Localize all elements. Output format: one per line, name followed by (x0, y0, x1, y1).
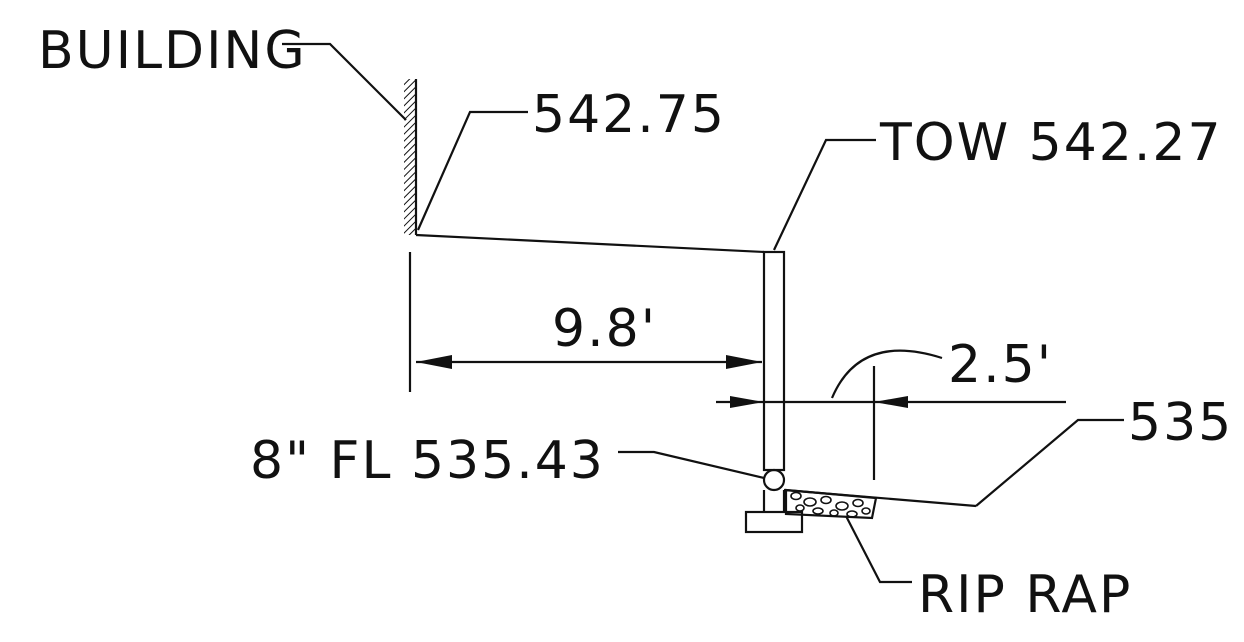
building-wall-hatch (404, 79, 416, 235)
upper-grade-line (415, 233, 765, 254)
dim-arrow-left (416, 355, 452, 369)
rip-rap-leader (845, 515, 912, 584)
top-of-wall-leader (773, 138, 876, 251)
top-grade-label: 542.75 (532, 85, 726, 145)
rip-rap-label: RIP RAP (918, 565, 1132, 625)
top-grade-leader (416, 110, 528, 231)
pipe-leader (618, 450, 765, 480)
building-label: BUILDING (38, 21, 307, 81)
top-of-wall-label: TOW 542.27 (879, 113, 1223, 173)
offset-leader-arc (830, 349, 943, 399)
horizontal-dimension-label: 9.8' (552, 299, 657, 359)
offset-arrow-right (874, 396, 908, 408)
bottom-grade-label: 535 (1128, 393, 1233, 453)
pipe-label: 8" FL 535.43 (250, 431, 605, 491)
drain-pipe (762, 468, 786, 492)
wall-footing (744, 510, 804, 534)
offset-dimension-label: 2.5' (948, 335, 1053, 395)
offset-arrow-left (730, 396, 764, 408)
bottom-grade-leader (975, 418, 1124, 507)
rip-rap-stones (790, 491, 871, 518)
retaining-wall-stem (762, 250, 786, 472)
building-leader (282, 42, 407, 121)
rip-rap-fill (784, 488, 878, 520)
dim-arrow-right (726, 355, 762, 369)
